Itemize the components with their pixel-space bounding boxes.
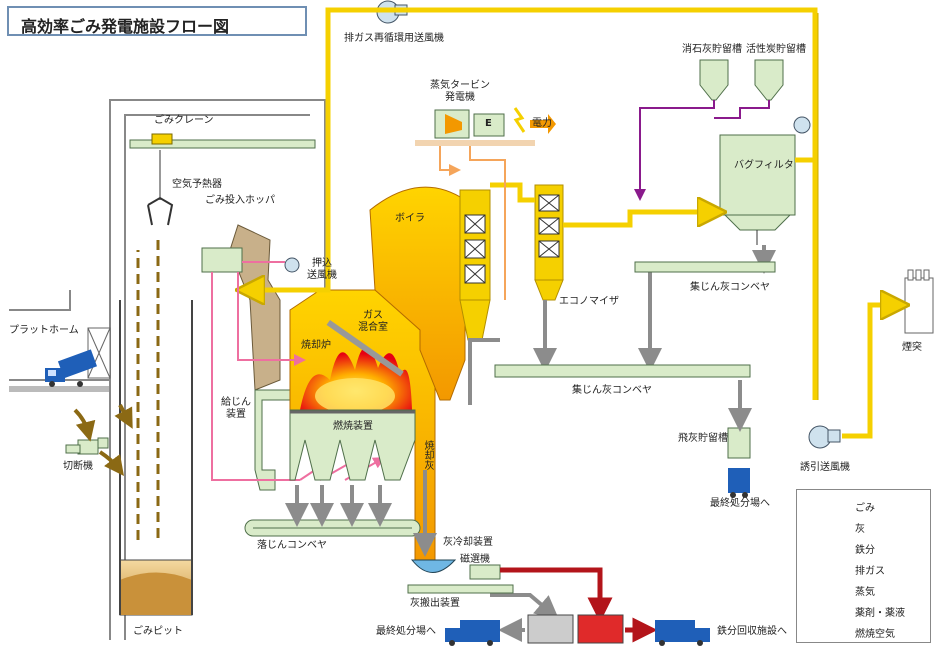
label-dust-conveyor-lower: 集じん灰コンベヤ [572, 385, 652, 396]
drop-conveyor [244, 519, 421, 537]
magnetic-separator [469, 564, 501, 580]
combustion-device [289, 409, 416, 481]
truck-iron-recovery [655, 620, 710, 646]
legend-item: 燃焼空気 [807, 624, 927, 640]
label-combustion-device: 燃焼装置 [333, 421, 373, 432]
crane [129, 133, 316, 226]
legend-item: 薬剤・薬液 [807, 603, 927, 619]
dust-conveyor-upper [634, 261, 776, 273]
feeder [254, 389, 296, 491]
label-power: 電力 [532, 118, 552, 129]
iron-lines [500, 567, 658, 643]
steam-turbine [415, 107, 556, 146]
legend-item: 蒸気 [807, 582, 927, 598]
label-incineration-ash: 焼却灰 [422, 440, 433, 470]
label-ash-unloader: 灰搬出装置 [410, 598, 460, 609]
gas-mixing-duct [326, 320, 404, 377]
bag-filter [719, 134, 796, 245]
label-feeder: 給じん 装置 [221, 397, 251, 420]
shredder [65, 437, 109, 455]
label-pit: ごみピット [133, 626, 183, 637]
label-crane: ごみクレーン [154, 115, 214, 126]
label-chimney: 煙突 [902, 342, 922, 353]
truck-final-disposal [445, 620, 500, 646]
label-generator: E [485, 118, 492, 129]
label-carbon-tank: 活性炭貯留槽 [746, 44, 806, 55]
exhaust-gas-lines [250, 7, 895, 439]
lime-tank [699, 59, 729, 101]
platform-truck [45, 349, 97, 387]
label-lime-tank: 消石灰貯留槽 [682, 44, 742, 55]
legend-item: ごみ [807, 498, 927, 514]
small-fan [793, 116, 811, 134]
carbon-tank [754, 59, 784, 101]
label-bag-filter: バグフィルタ [734, 160, 794, 171]
steam-lines [439, 146, 506, 300]
label-air-preheater: 空気予熱器 [172, 179, 222, 190]
label-hopper: ごみ投入ホッパ [205, 195, 275, 206]
dust-conveyor-lower [494, 364, 751, 378]
legend: ごみ 灰 鉄分 排ガス 蒸気 薬剤・薬液 燃焼空気 [796, 489, 931, 643]
label-gas-mixing: ガス 混合室 [358, 310, 388, 333]
economizer [534, 184, 564, 301]
legend-label: 灰 [855, 524, 865, 535]
label-magnetic-separator: 磁選機 [460, 554, 490, 565]
ash-cooler [410, 559, 457, 573]
induced-fan [808, 425, 841, 449]
label-induced-fan: 誘引送風機 [800, 462, 850, 473]
push-fan [284, 257, 300, 273]
label-incinerator: 焼却炉 [301, 340, 331, 351]
page-title: 高効率ごみ発電施設フロー図 [21, 17, 230, 36]
label-final-disposal-right: 最終処分場へ [710, 498, 770, 509]
legend-label: 燃焼空気 [855, 629, 895, 640]
chimney [904, 269, 934, 334]
platform-floor [9, 386, 109, 392]
label-drop-conveyor: 落じんコンベヤ [257, 540, 327, 551]
label-iron-recovery: 鉄分回収施設へ [717, 626, 787, 637]
label-final-disposal-bottom: 最終処分場へ [376, 626, 436, 637]
waste-pit [119, 300, 193, 616]
legend-label: 薬剤・薬液 [855, 608, 905, 619]
legend-item: 鉄分 [807, 540, 927, 556]
legend-label: 蒸気 [855, 587, 875, 598]
air-preheater [201, 247, 243, 273]
ash-bins [527, 614, 624, 644]
legend-label: 鉄分 [855, 545, 875, 556]
label-boiler: ボイラ [395, 213, 425, 224]
fly-ash-tank [727, 427, 751, 459]
label-economizer: エコノマイザ [559, 296, 619, 307]
boiler-coils [464, 214, 486, 284]
legend-label: 排ガス [855, 566, 885, 577]
label-ash-cooler: 灰冷却装置 [443, 537, 493, 548]
legend-item: 排ガス [807, 561, 927, 577]
ash-unloader [407, 584, 514, 594]
label-platform: プラットホーム [9, 325, 79, 336]
title-box: 高効率ごみ発電施設フロー図 [7, 6, 307, 36]
label-push-fan: 押込 送風機 [307, 258, 337, 281]
label-steam-turbine: 蒸気タービン 発電機 [430, 80, 490, 103]
label-fly-ash-tank: 飛灰貯留槽 [678, 433, 728, 444]
truck-fly-ash [728, 468, 750, 498]
legend-label: ごみ [855, 503, 875, 514]
legend-item: 灰 [807, 519, 927, 535]
label-exhaust-recirc-fan: 排ガス再循環用送風機 [344, 33, 444, 44]
label-dust-conveyor-upper: 集じん灰コンベヤ [690, 282, 770, 293]
chemical-lines [634, 100, 770, 201]
pit-dashed-arrows [136, 240, 160, 540]
label-shredder: 切断機 [63, 461, 93, 472]
